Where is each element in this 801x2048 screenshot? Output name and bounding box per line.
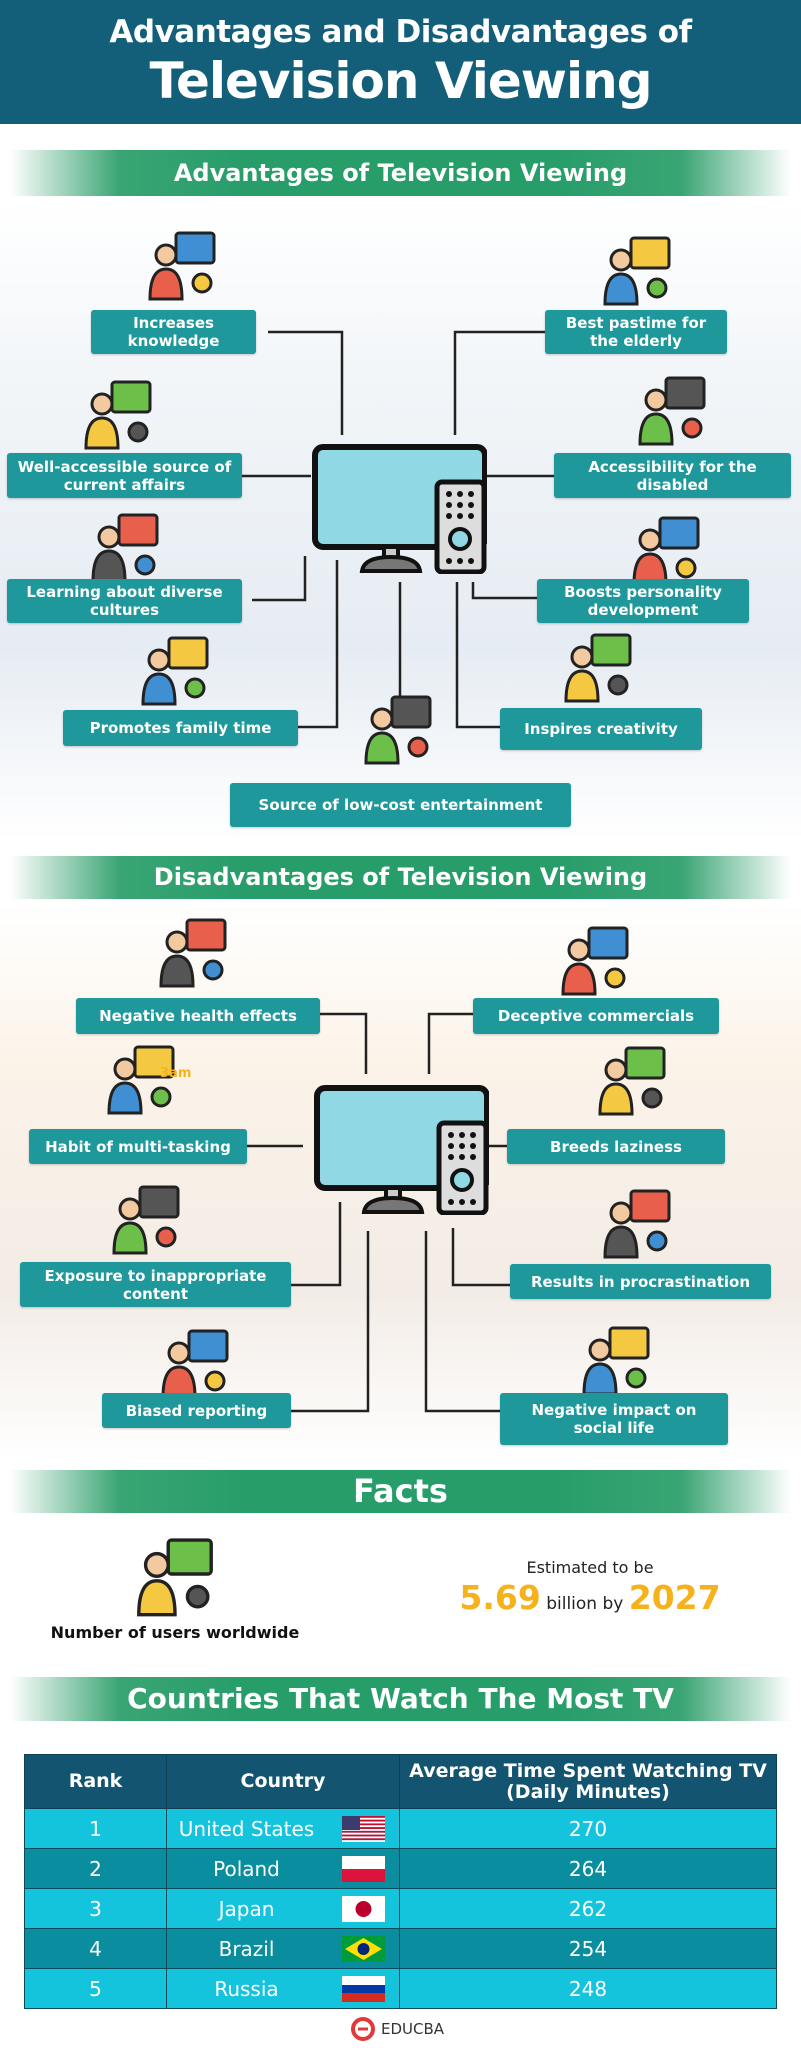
table-row: 1 United States 270 <box>24 1808 777 1849</box>
dis-label-procrastination: Results in procrastination <box>510 1264 771 1299</box>
col-header-country: Country <box>166 1754 400 1809</box>
adv-label-increases-knowledge: Increases knowledge <box>91 310 256 354</box>
advantages-banner: Advantages of Television Viewing <box>10 150 791 196</box>
country-cell: Russia <box>166 1968 400 2009</box>
col-header-rank: Rank <box>24 1754 167 1809</box>
family-watching-icon <box>139 630 211 706</box>
dis-label-commercials: Deceptive commercials <box>473 998 719 1034</box>
reporter-icon <box>159 1323 231 1399</box>
adv-label-family-time: Promotes family time <box>63 710 298 746</box>
country-name: Poland <box>213 1856 280 1881</box>
elderly-watching-tv-icon <box>601 230 673 306</box>
kids-watching-icon <box>110 1179 182 1255</box>
dis-label-biased: Biased reporting <box>102 1393 291 1428</box>
country-cell: Brazil <box>166 1928 400 1969</box>
adv-label-creativity: Inspires creativity <box>500 708 702 750</box>
wheelchair-user-icon <box>636 370 708 446</box>
clock-time-text: 3am <box>160 1066 192 1081</box>
minutes-cell: 270 <box>399 1808 777 1849</box>
global-people-icon <box>89 507 161 583</box>
late-night-laptop-icon <box>105 1039 177 1115</box>
dis-label-health: Negative health effects <box>76 998 320 1034</box>
table-row: 3 Japan 262 <box>24 1888 777 1929</box>
educba-logo: EDUCBA <box>350 2016 444 2042</box>
angry-person-icon <box>580 1320 652 1396</box>
adv-label-current-affairs: Well-accessible source of current affair… <box>7 453 242 498</box>
dis-label-inappropriate: Exposure to inappropriate content <box>20 1262 291 1307</box>
country-name: Russia <box>214 1976 279 2001</box>
rank-cell: 3 <box>24 1888 167 1929</box>
dis-label-laziness: Breeds laziness <box>507 1129 725 1164</box>
table-row: 4 Brazil 254 <box>24 1928 777 1969</box>
knowledge-lightbulb-icon <box>146 225 218 301</box>
estimate-mid: billion by <box>546 1594 624 1614</box>
country-name: Brazil <box>218 1936 275 1961</box>
flag-brazil-icon <box>342 1935 385 1962</box>
adv-label-low-cost: Source of low-cost entertainment <box>230 783 571 827</box>
news-anchor-icon <box>82 374 154 450</box>
minutes-cell: 248 <box>399 1968 777 2009</box>
page-header: Advantages and Disadvantages of Televisi… <box>0 0 801 124</box>
adv-label-diverse-cultures: Learning about diverse cultures <box>7 579 242 623</box>
countries-table: Rank Country Average Time Spent Watching… <box>24 1754 777 2009</box>
header-title-line2: Television Viewing <box>149 52 653 110</box>
table-row: 5 Russia 248 <box>24 1968 777 2009</box>
country-cell: Poland <box>166 1848 400 1889</box>
deceptive-ad-icon <box>559 920 631 996</box>
estimate-year: 2027 <box>628 1578 721 1617</box>
adv-label-accessibility: Accessibility for the disabled <box>554 453 791 498</box>
sleeping-at-desk-icon <box>596 1040 668 1116</box>
users-label: Number of users worldwide <box>50 1623 300 1642</box>
minutes-cell: 262 <box>399 1888 777 1929</box>
tv-remote-icon <box>314 1085 490 1219</box>
sick-person-icon <box>157 912 229 988</box>
country-cell: United States <box>166 1808 400 1849</box>
estimate-prefix: Estimated to be <box>526 1558 654 1577</box>
estimate-line: 5.69 billion by 2027 <box>420 1578 760 1617</box>
minutes-cell: 254 <box>399 1928 777 1969</box>
flag-poland-icon <box>342 1855 385 1882</box>
adv-label-best-pastime: Best pastime for the elderly <box>545 310 727 354</box>
dis-label-multitasking: Habit of multi-tasking <box>29 1129 247 1164</box>
flag-us-icon <box>342 1815 385 1842</box>
procrastinating-clock-icon <box>601 1183 673 1259</box>
rank-cell: 2 <box>24 1848 167 1889</box>
coins-icon <box>362 689 434 765</box>
flag-japan-icon <box>342 1895 385 1922</box>
country-name: United States <box>178 1816 315 1841</box>
dis-label-social: Negative impact on social life <box>500 1393 728 1445</box>
estimate-value: 5.69 <box>459 1578 541 1617</box>
rank-cell: 1 <box>24 1808 167 1849</box>
facts-banner: Facts <box>10 1470 791 1513</box>
col-header-minutes: Average Time Spent Watching TV (Daily Mi… <box>399 1754 777 1809</box>
educba-brand: EDUCBA <box>381 2020 445 2038</box>
users-group-icon <box>121 1531 229 1617</box>
table-row: 2 Poland 264 <box>24 1848 777 1889</box>
minutes-cell: 264 <box>399 1848 777 1889</box>
country-name: Japan <box>218 1896 275 1921</box>
header-title-line1: Advantages and Disadvantages of <box>109 14 692 50</box>
personality-gears-icon <box>630 510 702 586</box>
flag-russia-icon <box>342 1975 385 2002</box>
disadvantages-banner: Disadvantages of Television Viewing <box>10 856 791 899</box>
rank-cell: 4 <box>24 1928 167 1969</box>
country-cell: Japan <box>166 1888 400 1929</box>
creativity-bulb-icon <box>562 627 634 703</box>
rank-cell: 5 <box>24 1968 167 2009</box>
countries-banner: Countries That Watch The Most TV <box>10 1677 791 1721</box>
educba-logo-icon <box>351 2017 375 2041</box>
tv-remote-icon <box>312 444 488 578</box>
adv-label-personality: Boosts personality development <box>537 579 749 623</box>
